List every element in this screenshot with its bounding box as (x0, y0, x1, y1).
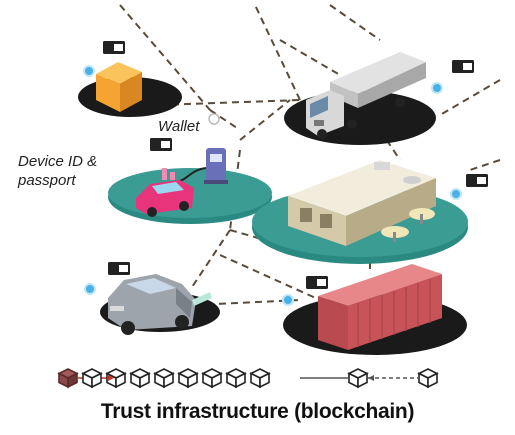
chain-block (225, 368, 247, 389)
genesis-block (57, 368, 79, 389)
warehouse-node (252, 160, 488, 264)
car-node (84, 262, 220, 335)
chain-block (347, 368, 369, 389)
device-id-passport-label: Device ID & passport (18, 152, 97, 190)
status-dot-icon (208, 113, 220, 125)
cube-box-node (78, 41, 182, 117)
wallet-card-icon (150, 138, 172, 151)
chain-block (153, 368, 175, 389)
status-dot-icon (84, 283, 96, 295)
diagram-caption: Trust infrastructure (blockchain) (100, 400, 415, 423)
arrow-head-icon (368, 375, 374, 381)
wallet-card-icon (306, 276, 328, 289)
wallet-card-icon (466, 174, 488, 187)
chain-block (201, 368, 223, 389)
wallet-card-icon (103, 41, 125, 54)
wallet-card-icon (452, 60, 474, 73)
chain-block (417, 368, 439, 389)
device-id-label-line1: Device ID & (18, 153, 98, 170)
ev-charging-icon (136, 148, 228, 217)
status-dot-icon (282, 294, 294, 306)
wallet-card-icon (108, 262, 130, 275)
blockchain-chain (57, 368, 439, 389)
chain-block (129, 368, 151, 389)
shipping-container-icon (318, 264, 442, 350)
chain-block (81, 368, 103, 389)
container-node (282, 264, 467, 355)
chain-block (249, 368, 271, 389)
wallet-label: Wallet (158, 118, 200, 135)
network-links (119, 4, 501, 306)
truck-node (284, 52, 474, 145)
truck-icon (306, 52, 426, 139)
warehouse-icon (288, 160, 436, 246)
cube-box-icon (96, 62, 142, 112)
car-icon (108, 274, 212, 335)
chain-block (105, 368, 127, 389)
status-dot-icon (431, 82, 443, 94)
status-dot-icon (450, 188, 462, 200)
status-dot-icon (83, 65, 95, 77)
charging-node (108, 113, 272, 224)
device-id-label-line2: passport (18, 172, 76, 189)
chain-block (177, 368, 199, 389)
arrow-head-icon (108, 375, 114, 381)
